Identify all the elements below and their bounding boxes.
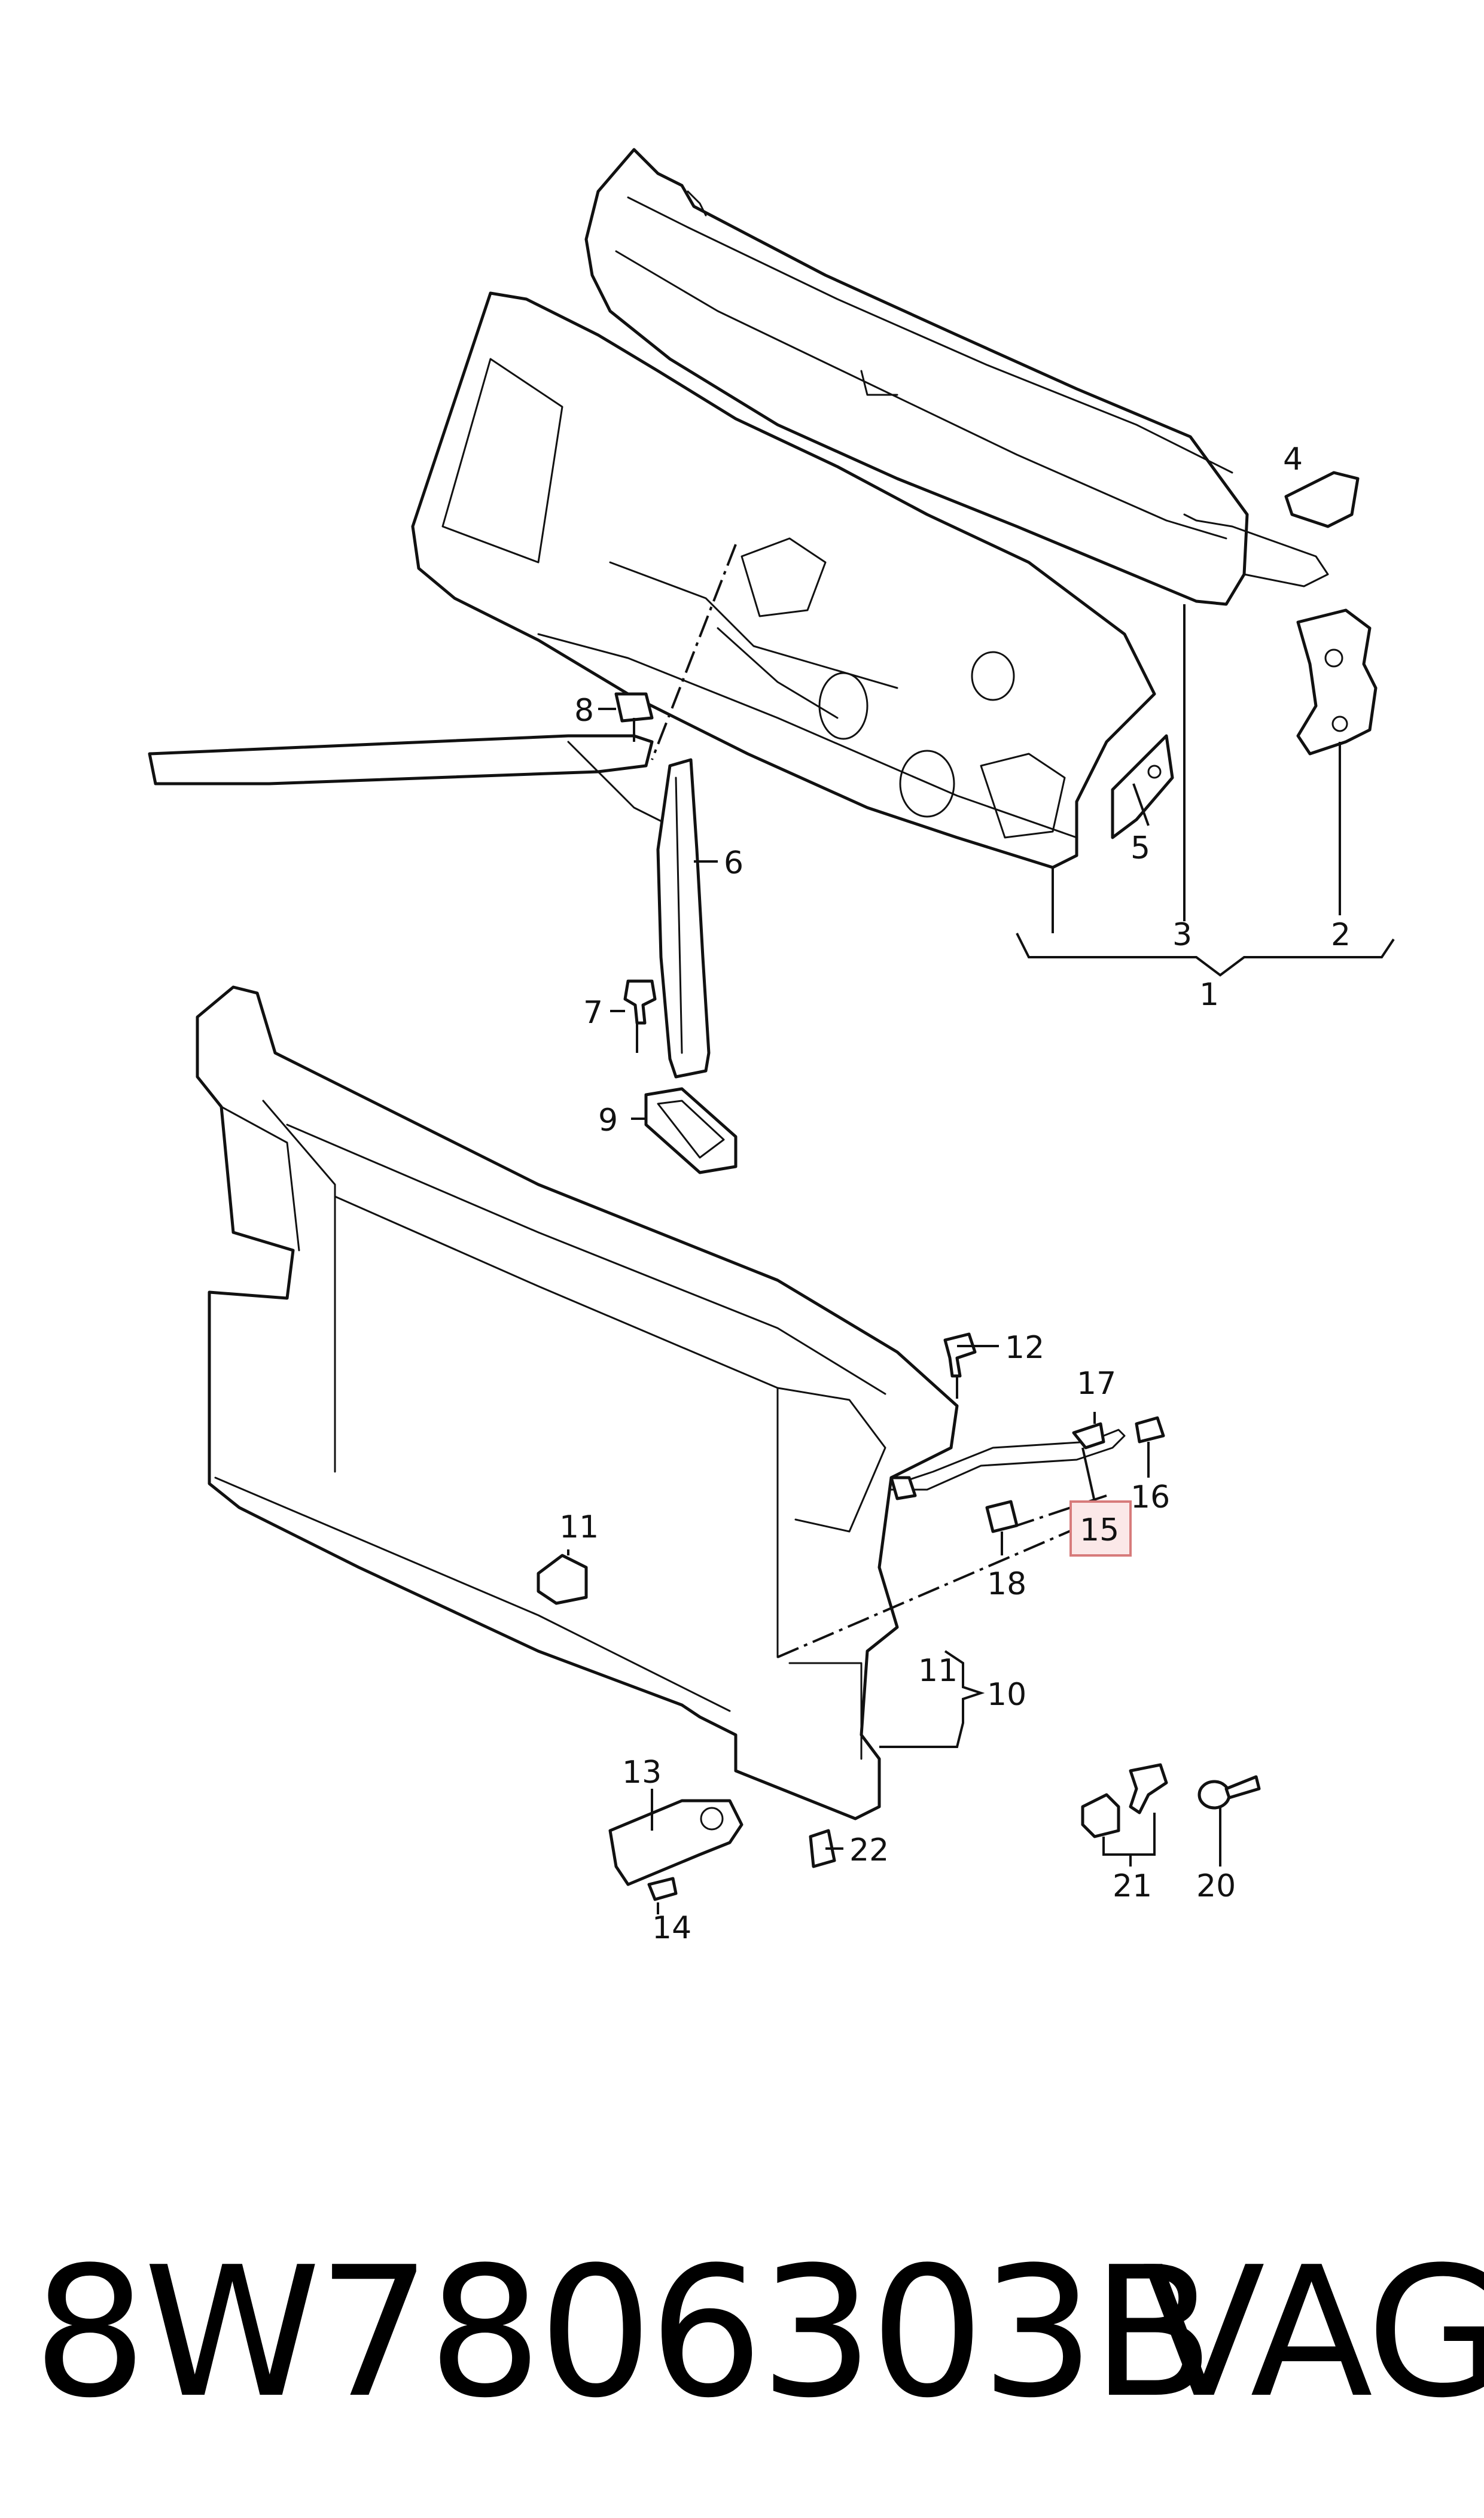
callout-15: 15: [1080, 1512, 1119, 1548]
part-7-bolt: [623, 979, 657, 1025]
part-15-cable: [889, 1429, 1126, 1500]
part-6-strut: [656, 758, 711, 1079]
part-8-clip: [614, 692, 654, 723]
part-number: 8W7806303B: [33, 2228, 1214, 2437]
part-12-screw: [943, 1332, 977, 1378]
part-11-clip: [537, 1554, 588, 1605]
lock-carrier: [196, 985, 959, 1820]
callout-2: 2: [1331, 917, 1351, 953]
callout-16: 16: [1130, 1479, 1170, 1515]
leader-lines: [567, 604, 1395, 1914]
part-14-bolt: [647, 1877, 678, 1901]
strut-bar: [148, 734, 671, 827]
brand-name: VAG: [1142, 2228, 1484, 2437]
callout-13: 13: [622, 1755, 662, 1791]
callout-12: 12: [1005, 1330, 1044, 1366]
part-3-cowl-upper: [584, 148, 1329, 606]
part-21-fasteners: [1081, 1763, 1168, 1838]
part-18-nut: [985, 1500, 1019, 1533]
callout-9: 9: [598, 1103, 618, 1138]
callout-8: 8: [574, 693, 594, 729]
callout-22: 22: [849, 1832, 889, 1868]
assembly-line-a: [651, 544, 737, 760]
assembly-line-c: [777, 1506, 1125, 1658]
part-17-screw: [1072, 1422, 1105, 1450]
part-22-nut: [809, 1829, 836, 1868]
callout-6: 6: [724, 845, 743, 881]
partition-panel: [411, 291, 1156, 869]
callout-5: 5: [1130, 830, 1150, 866]
callout-18: 18: [987, 1566, 1026, 1602]
callout-14: 14: [652, 1910, 691, 1946]
callout-21: 21: [1113, 1868, 1152, 1904]
callout-4: 4: [1283, 442, 1303, 477]
part-16-screw: [1135, 1416, 1165, 1444]
callout-11-clip: 11: [559, 1509, 599, 1545]
callout-11-upper: 11: [918, 1653, 958, 1689]
part-5-bracket: [1111, 734, 1174, 839]
part-9-frame: [644, 1087, 738, 1174]
callout-1: 1: [1199, 977, 1219, 1013]
part-2-side-bracket: [1296, 608, 1378, 756]
highlight-box: [1069, 1500, 1132, 1557]
callout-10: 10: [987, 1677, 1026, 1713]
callout-17: 17: [1077, 1366, 1116, 1402]
part-13-latch: [608, 1799, 743, 1886]
part-20-rivet: [1197, 1775, 1261, 1810]
part-4-bracket: [1284, 471, 1360, 528]
callout-3: 3: [1172, 917, 1192, 953]
callout-7: 7: [583, 995, 603, 1031]
callout-20: 20: [1196, 1868, 1236, 1904]
